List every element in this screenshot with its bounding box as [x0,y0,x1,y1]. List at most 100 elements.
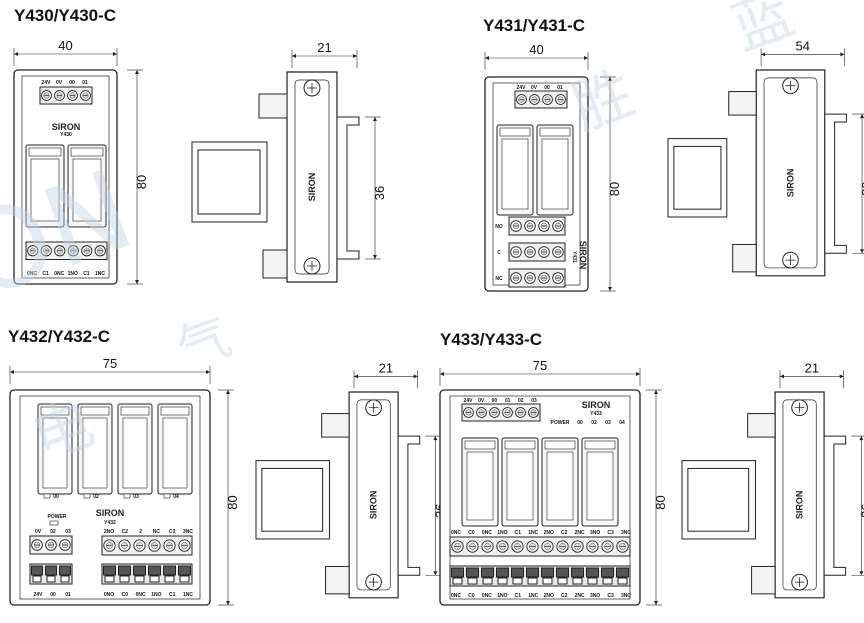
top-terminal-labels-item: 0V [56,80,63,86]
mid-terminal-labels-item: 2NC [575,530,585,536]
bottom-terminal-labels-item: 0NC [482,593,492,599]
mid-terminal-labels-item: C0 [468,530,475,536]
bottom-terminal-labels-item: C1 [83,271,90,277]
side-brand: SIRON [795,491,805,520]
front-brand: SIRON [578,241,588,270]
width-dim-y431: 40 [484,42,589,70]
watermark-glyph: 气 [169,307,238,381]
mid-terminal-labels-item: 3NO [590,530,600,536]
power-label: POWER [551,420,570,426]
bottom-terminal-labels-item: 2NC [575,593,585,599]
mid-terminal-labels-item: 2NO [544,530,554,536]
right-top-labels-item: NC [153,529,161,535]
watermark-glyph: 蓝 [723,0,803,64]
top-terminal-labels-item: 0V [478,398,485,404]
title-y432: Y432/Y432-C [8,327,111,346]
relay-3 [157,403,193,495]
bottom-terminal-labels-item: C0 [468,593,475,599]
side-view-y430-rail-dim: 36 [365,116,387,260]
front-brand: SIRON [52,122,81,132]
channel-labels-item: 02 [591,420,597,426]
right-top-terminal-block [101,535,193,556]
side-view-y432-depth-dim-label: 21 [379,360,393,375]
mid-terminal-labels-item: 0NC [451,530,461,536]
din-rail-clip [397,435,421,576]
relay-2 [117,403,153,495]
relay-1 [77,403,113,495]
side-view-y431-rail-dim-label: 80 [859,181,864,195]
mid-terminal-labels-item: 1NO [497,530,507,536]
height-dim-y431: 80 [600,76,622,292]
top-terminal-labels-item: 00 [492,398,498,404]
height-dim-y433-label: 80 [653,495,668,509]
relay-0 [25,144,65,228]
side-view-y431-depth-dim-label: 54 [796,38,810,53]
left-bottom-labels-item: 01 [65,592,71,598]
model-label: Y431 [571,251,577,263]
bottom-terminal-labels-item: 0NC [27,271,37,277]
right-bottom-labels-item: C1 [169,592,176,598]
top-terminal-labels-item: 0V [531,85,538,91]
top-terminal-labels-item: 01 [557,85,563,91]
model-label: Y432 [104,520,116,526]
power-label: POWER [48,514,67,520]
side-view-y430-depth-dim-label: 21 [317,40,331,55]
side-view-y431-depth-dim: 54 [760,38,845,67]
terminal-row-nc [508,268,566,288]
channel-labels-item: 04 [619,420,625,426]
right-bottom-labels-item: 0NC [136,592,146,598]
width-dim-y432: 75 [9,356,211,384]
bottom-plug-block [449,565,631,587]
top-terminal-labels-item: 03 [531,398,537,404]
width-dim-y433-label: 75 [533,358,547,373]
width-dim-y433: 75 [439,358,641,386]
top-terminal-labels-item: 24V [42,80,52,86]
bottom-terminal-labels-item: 0NC [451,593,461,599]
top-terminal-labels-item: 24V [517,85,527,91]
model-label: Y430 [60,132,72,138]
channel-label: 02 [93,494,99,500]
side-view-y433-depth-dim: 21 [779,360,845,389]
bottom-terminal-labels-item: 1NO [68,271,78,277]
top-terminal-labels-item: 24V [464,398,474,404]
relay-0 [37,403,73,495]
top-terminal-labels-item: 02 [518,398,524,404]
row-label: NC [495,276,503,282]
channel-labels-item: 03 [605,420,611,426]
side-brand: SIRON [307,173,317,202]
front-brand: SIRON [582,400,611,410]
title-y430: Y430/Y430-C [14,6,117,25]
height-dim-y430: 80 [127,69,149,285]
side-brand: SIRON [369,491,379,520]
bottom-terminal-labels-item: C1 [515,593,522,599]
bottom-terminal-labels-item: 1NC [95,271,105,277]
right-top-labels-item: C2 [122,529,129,535]
mid-terminal-labels-item: C1 [515,530,522,536]
relay-3 [581,437,619,527]
side-view-y431-rail-dim: 80 [852,113,864,254]
bottom-terminal-labels-item: 1NC [528,593,538,599]
left-top-labels-item: 03 [65,529,71,535]
model-label: Y433 [590,411,602,417]
channel-label: 04 [173,494,179,500]
mid-terminal-labels-item: 1NC [528,530,538,536]
din-rail-clip [336,116,360,260]
bottom-terminal-labels-item: 3NO [590,593,600,599]
bottom-terminal-labels-item: C3 [607,593,614,599]
left-plug-block [29,563,73,585]
row-label: C [497,250,501,256]
din-rail-clip [823,435,847,576]
title-y431: Y431/Y431-C [483,16,586,35]
right-bottom-labels-item: 1NC [183,592,193,598]
top-terminal-block [461,403,541,422]
top-terminal-labels-item: 00 [544,85,550,91]
bottom-terminal-labels-item: 0NC [54,271,64,277]
side-view-y430: SIRON 21 36 [191,40,387,283]
